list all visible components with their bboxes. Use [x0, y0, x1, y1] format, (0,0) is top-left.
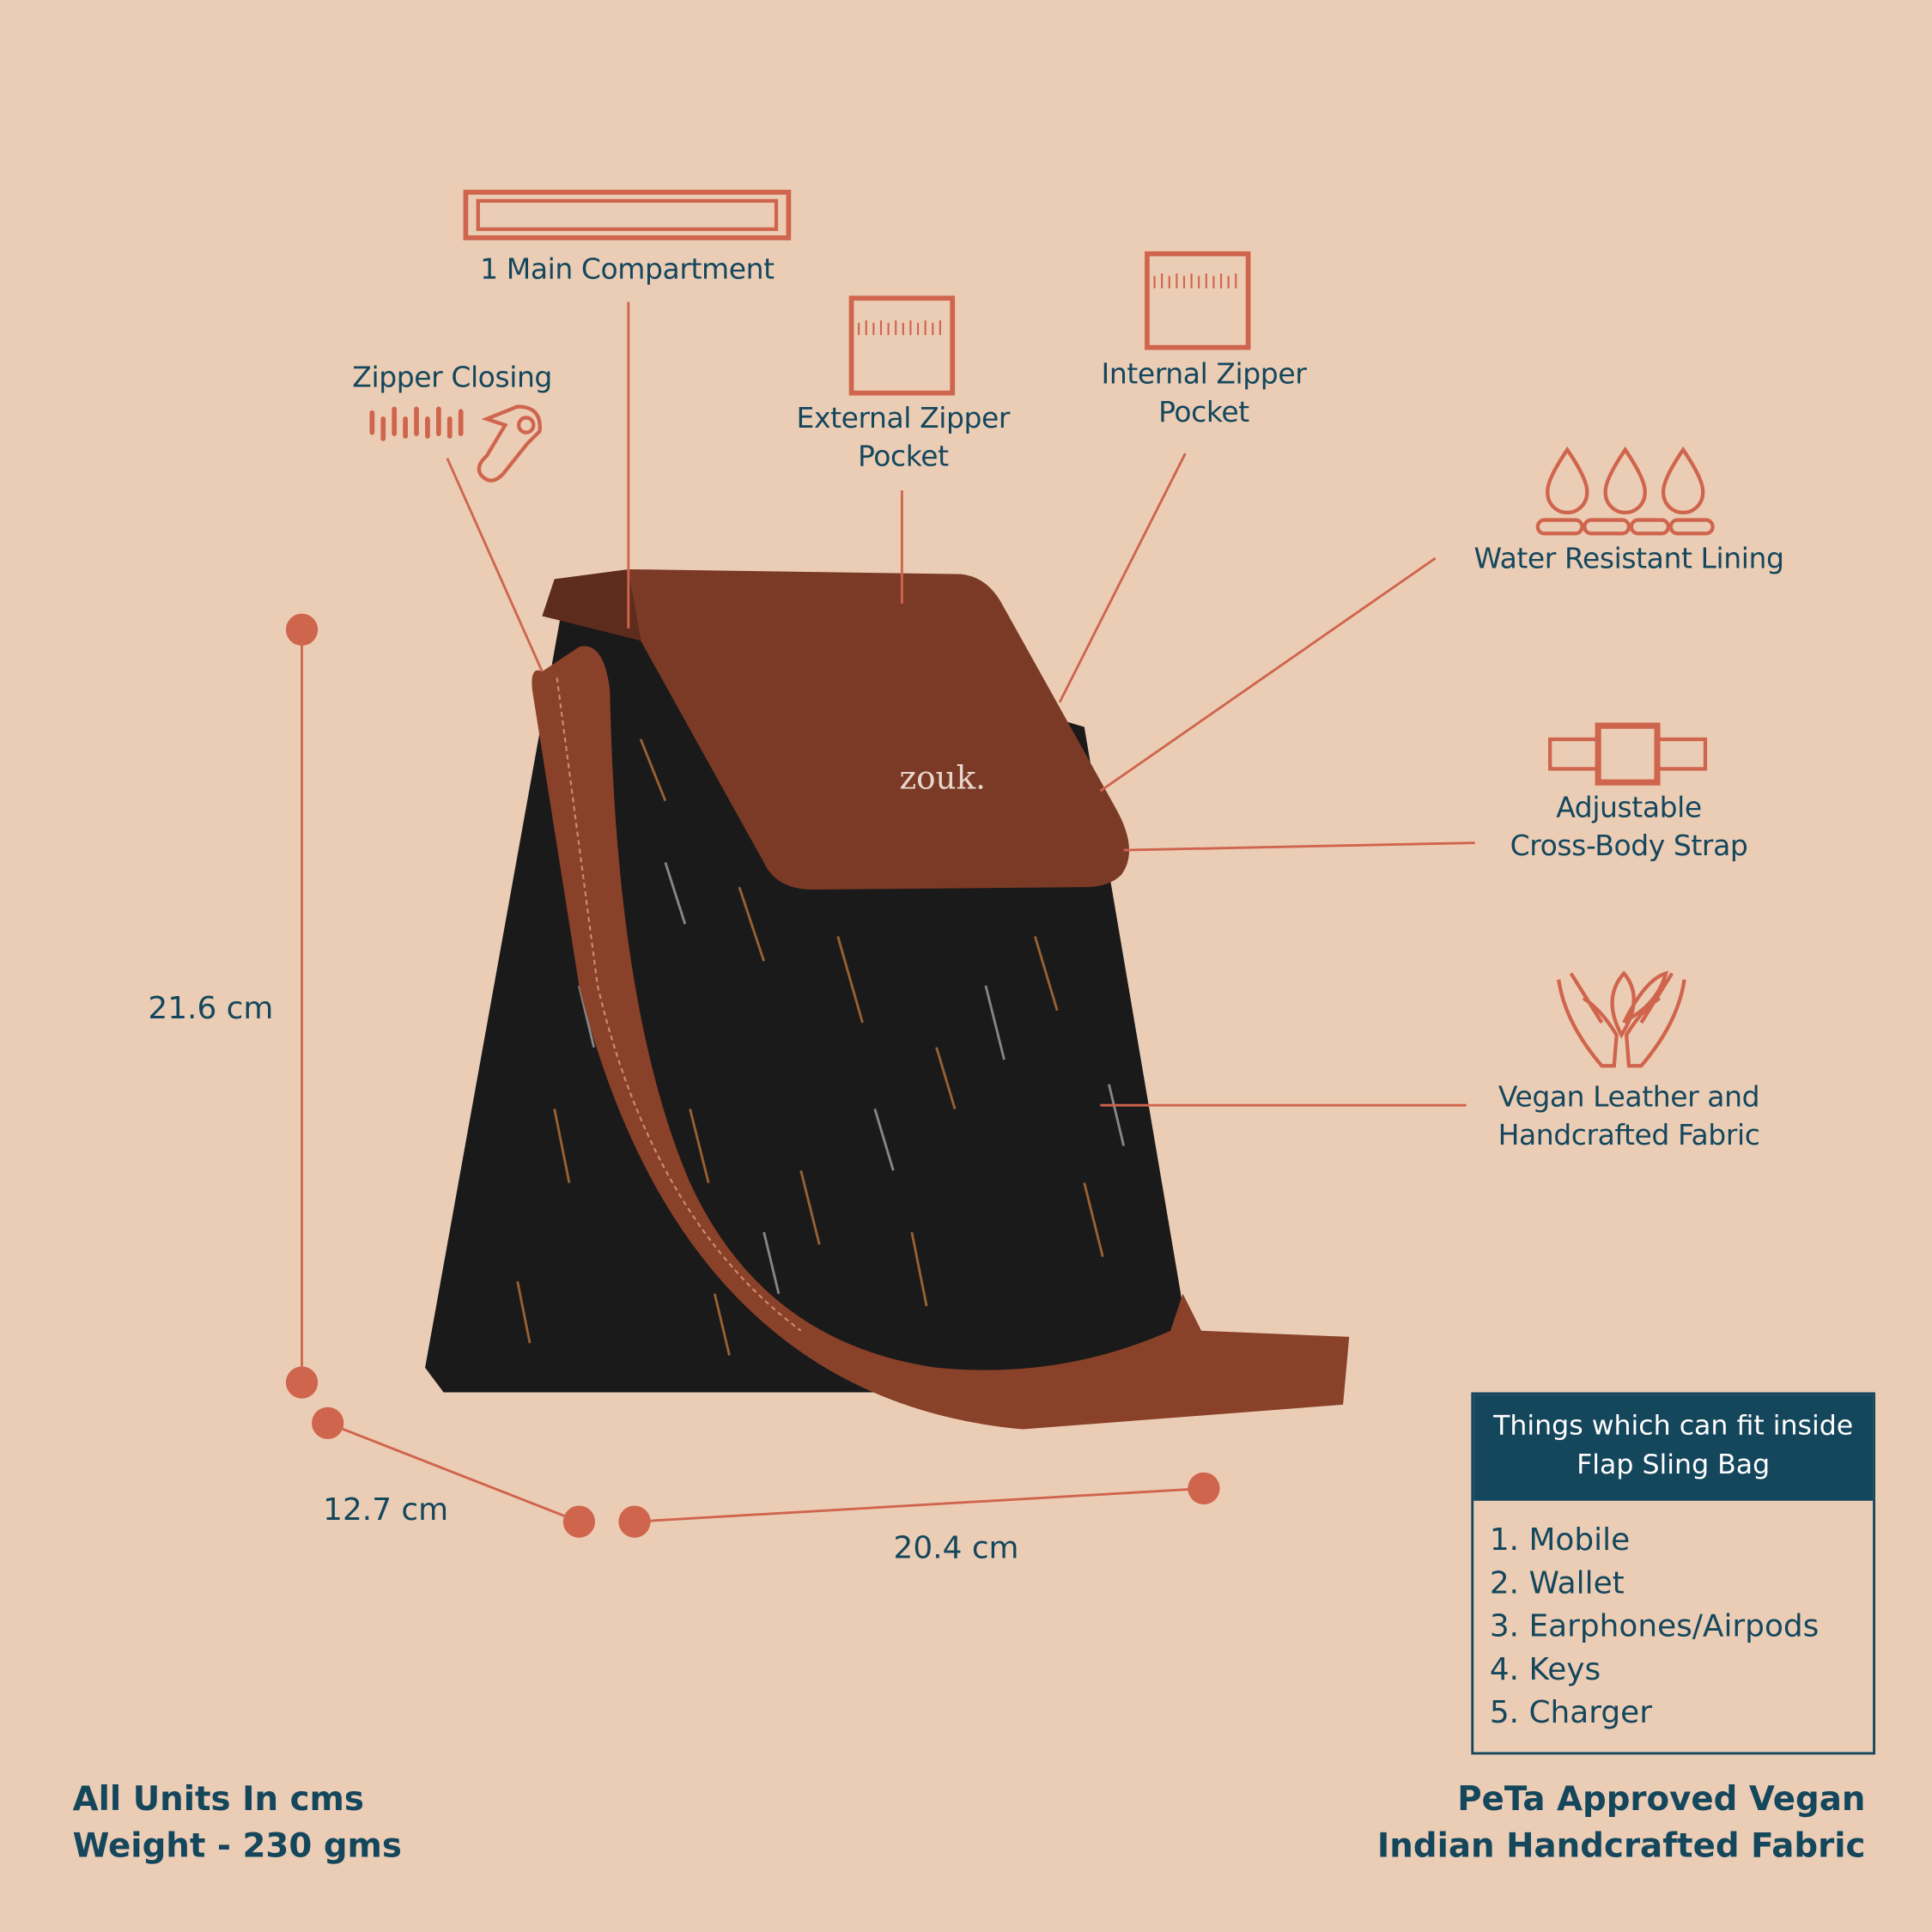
label-line: Internal Zipper — [1101, 358, 1307, 391]
list-item: 2. Wallet — [1489, 1564, 1625, 1601]
label-line: Pocket — [857, 440, 949, 474]
internal-pocket-icon — [1145, 251, 1251, 350]
dimension-height: 21.6 cm — [148, 989, 274, 1026]
label-line: Vegan Leather and — [1498, 1081, 1760, 1115]
label-line: Pocket — [1158, 397, 1249, 429]
feature-external-pocket: External Zipper Pocket — [797, 400, 1011, 477]
leader-lines — [446, 301, 1475, 1107]
brand-logo: zouk. — [899, 758, 986, 796]
label-line: External Zipper — [796, 403, 1011, 435]
dimension-depth: 12.7 cm — [323, 1492, 449, 1528]
dimension-width: 20.4 cm — [893, 1529, 1019, 1566]
fit-list: 1. Mobile 2. Wallet 3. Earphones/Airpods… — [1473, 1501, 1873, 1734]
fabric-claim: Indian Handcrafted Fabric — [1376, 1827, 1866, 1866]
strap-buckle-icon — [1548, 722, 1708, 786]
units-note: All Units In cms — [72, 1780, 364, 1819]
vegan-claim: PeTa Approved Vegan — [1457, 1780, 1866, 1819]
zipper-icon — [369, 404, 542, 483]
bag-image: zouk. — [425, 568, 1350, 1430]
feature-material: Vegan Leather and Handcrafted Fabric — [1498, 1079, 1760, 1156]
fit-inside-box: Things which can fit inside Flap Sling B… — [1471, 1392, 1875, 1755]
dimension-lines — [301, 629, 1205, 1523]
label-line: Cross-Body Strap — [1510, 830, 1748, 863]
feature-water-resistant: Water Resistant Lining — [1473, 543, 1784, 576]
fit-box-header: Things which can fit inside Flap Sling B… — [1473, 1394, 1874, 1501]
list-item: 4. Keys — [1489, 1650, 1601, 1687]
list-item: 1. Mobile — [1489, 1522, 1631, 1558]
footer-units: All Units In cms Weight - 230 gms — [73, 1777, 402, 1870]
footer-claims: PeTa Approved Vegan Indian Handcrafted F… — [1377, 1777, 1866, 1870]
feature-strap: Adjustable Cross-Body Strap — [1510, 790, 1748, 866]
feature-zipper-closing: Zipper Closing — [352, 361, 552, 395]
water-drops-icon — [1535, 446, 1715, 536]
external-pocket-icon — [848, 295, 956, 396]
label-line: Adjustable — [1556, 792, 1702, 824]
list-item: 5. Charger — [1489, 1694, 1652, 1730]
hands-leaf-icon — [1557, 970, 1686, 1068]
fit-box-title: Things which can fit inside — [1493, 1411, 1854, 1442]
label-line: Handcrafted Fabric — [1498, 1120, 1760, 1152]
compartment-icon — [463, 189, 792, 240]
list-item: 3. Earphones/Airpods — [1489, 1607, 1820, 1644]
feature-internal-pocket: Internal Zipper Pocket — [1102, 356, 1307, 433]
feature-main-compartment: 1 Main Compartment — [480, 253, 775, 286]
dimension-dots — [285, 613, 1220, 1538]
fit-box-subtitle: Flap Sling Bag — [1577, 1449, 1771, 1481]
weight-note: Weight - 230 gms — [72, 1827, 402, 1866]
